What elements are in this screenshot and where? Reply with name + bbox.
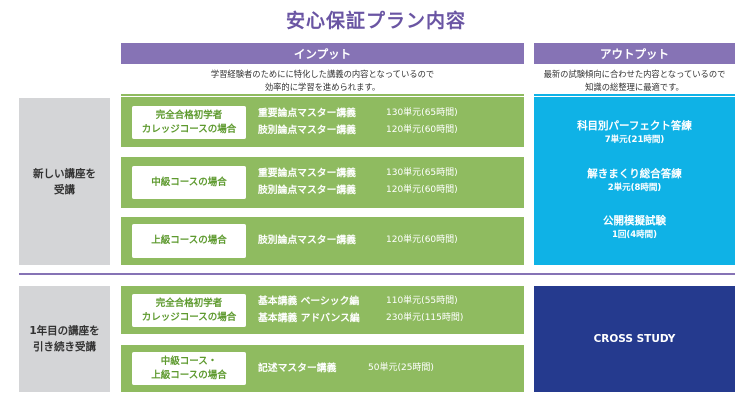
course-label: 上級コースの場合 bbox=[132, 224, 246, 258]
output-item: 解きまくり総合答練 2単元(8時間) bbox=[587, 168, 682, 193]
section-label-continue-course: 1年目の講座を 引き続き受講 bbox=[19, 286, 110, 392]
course-label: 中級コース・上級コースの場合 bbox=[132, 352, 246, 385]
cross-study-box: CROSS STUDY bbox=[534, 286, 735, 392]
input-rule bbox=[121, 94, 524, 96]
input-column-header: インプット bbox=[121, 43, 524, 64]
page-title: 安心保証プラン内容 bbox=[285, 10, 466, 32]
output-column-header: アウトプット bbox=[534, 43, 735, 64]
input-description: 学習経験者のためにに特化した講義の内容となっているので 効率的に学習を進められま… bbox=[210, 69, 435, 92]
section-label-new-course: 新しい講座を 受講 bbox=[19, 98, 110, 265]
output-item: 公開模擬試験 1回(4時間) bbox=[603, 215, 666, 240]
output-item: 科目別パーフェクト答練 7単元(21時間) bbox=[577, 120, 692, 145]
output-description: 最新の試験傾向に合わせた内容となっているので 知識の総整理に最適です。 bbox=[543, 69, 726, 92]
section-divider bbox=[19, 273, 735, 275]
course-label: 完全合格初学者カレッジコースの場合 bbox=[132, 294, 246, 327]
course-label: 完全合格初学者カレッジコースの場合 bbox=[132, 106, 246, 139]
output-rule bbox=[534, 94, 735, 96]
output-box: 科目別パーフェクト答練 7単元(21時間) 解きまくり総合答練 2単元(8時間)… bbox=[534, 97, 735, 265]
course-label: 中級コースの場合 bbox=[132, 166, 246, 199]
